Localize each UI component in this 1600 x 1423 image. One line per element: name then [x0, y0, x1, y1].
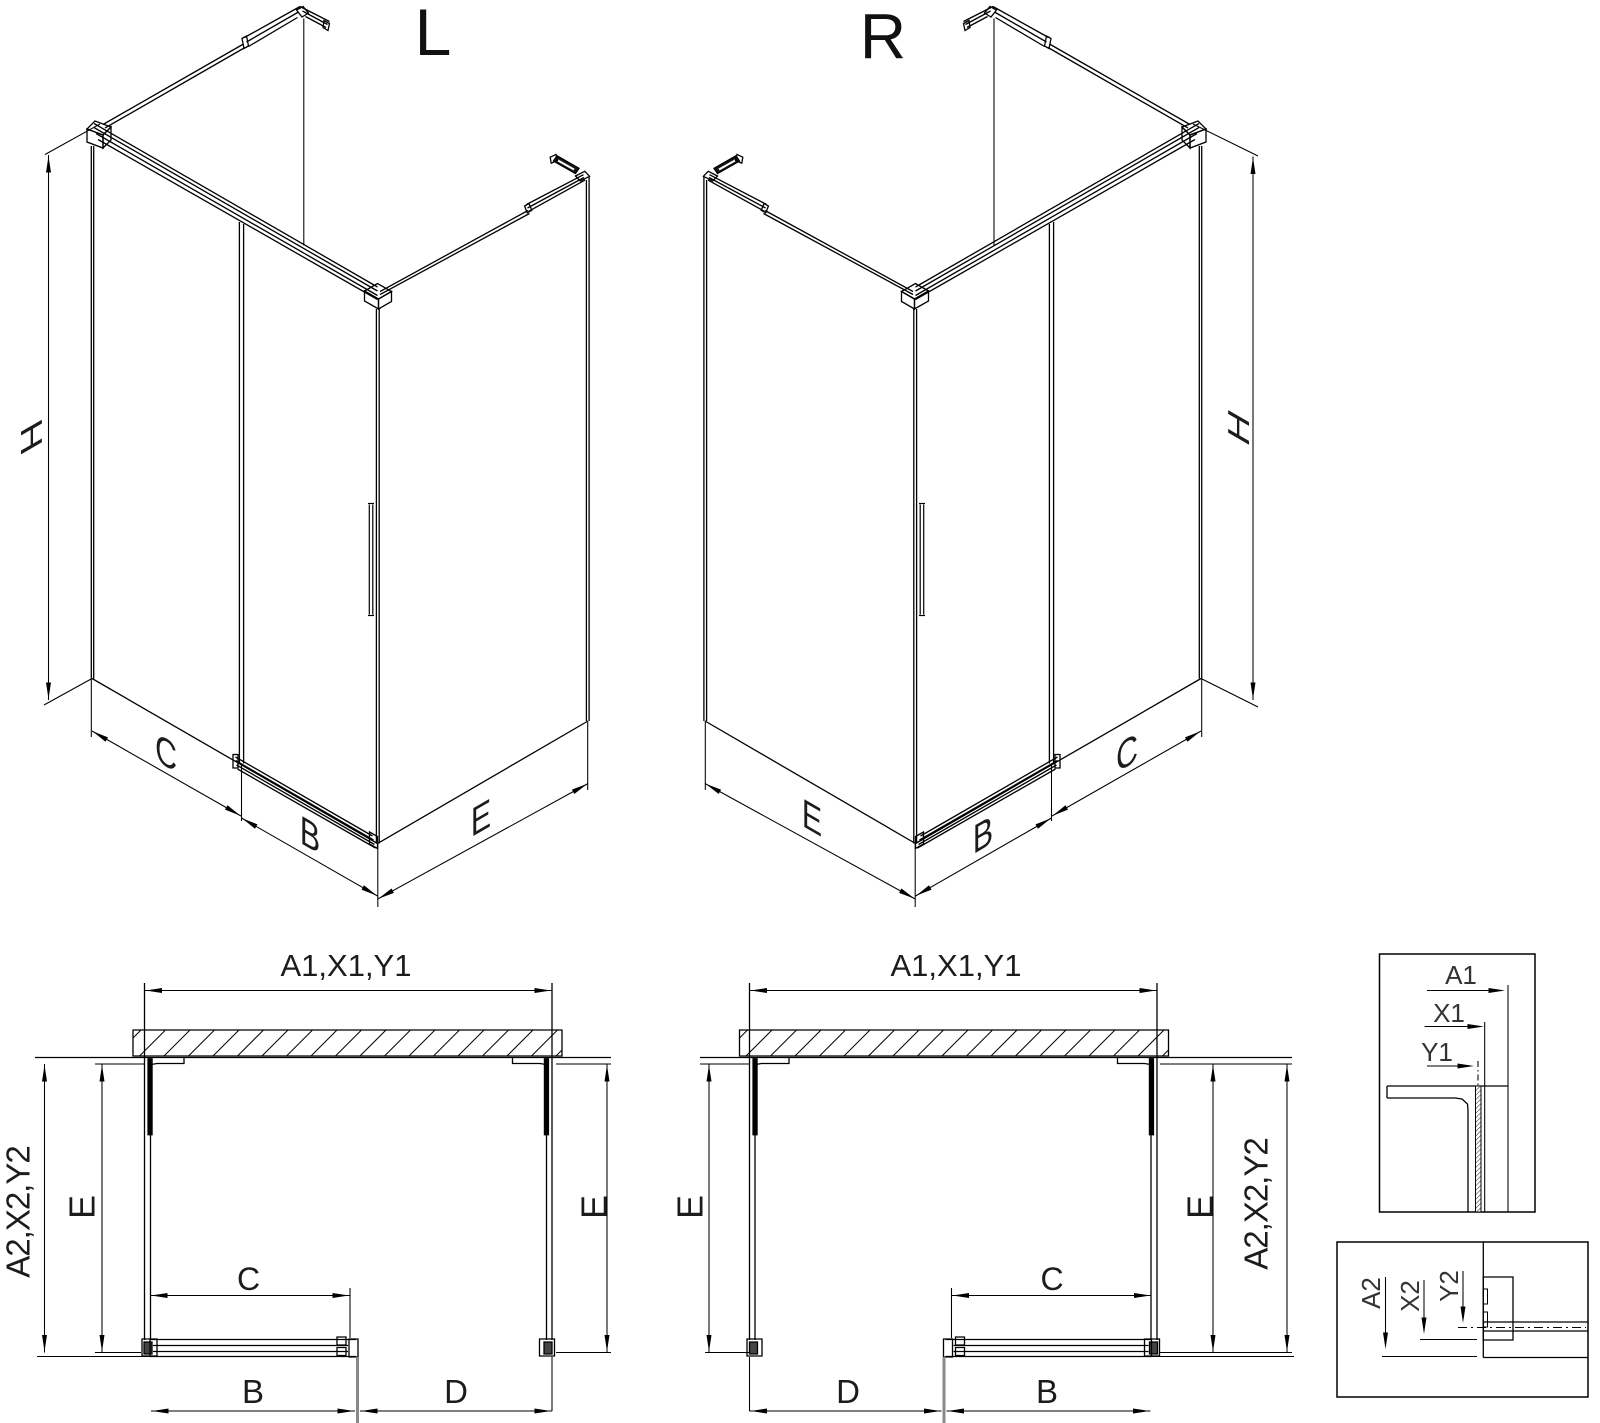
- svg-text:E: E: [802, 790, 822, 847]
- svg-text:A2: A2: [1356, 1277, 1386, 1309]
- svg-text:D: D: [444, 1373, 468, 1410]
- svg-text:B: B: [1036, 1373, 1058, 1410]
- svg-text:B: B: [973, 807, 993, 864]
- svg-text:Y1: Y1: [1421, 1037, 1453, 1067]
- svg-text:C: C: [1116, 725, 1138, 783]
- svg-text:C: C: [237, 1261, 260, 1297]
- svg-text:C: C: [1040, 1261, 1063, 1297]
- svg-text:A1,X1,Y1: A1,X1,Y1: [891, 948, 1022, 983]
- svg-text:A2,X2,Y2: A2,X2,Y2: [1238, 1138, 1275, 1269]
- svg-text:C: C: [155, 725, 177, 783]
- svg-text:E: E: [471, 790, 491, 847]
- svg-text:B: B: [300, 807, 320, 864]
- svg-text:E: E: [62, 1195, 103, 1219]
- svg-text:E: E: [670, 1195, 711, 1219]
- svg-text:A1,X1,Y1: A1,X1,Y1: [281, 948, 412, 983]
- svg-text:X1: X1: [1433, 998, 1465, 1028]
- svg-text:X2: X2: [1395, 1280, 1425, 1312]
- svg-text:B: B: [242, 1373, 264, 1410]
- svg-text:E: E: [1180, 1195, 1221, 1219]
- svg-text:A2,X2,Y2: A2,X2,Y2: [0, 1146, 37, 1277]
- svg-text:L: L: [415, 0, 452, 69]
- svg-text:Y2: Y2: [1434, 1270, 1464, 1302]
- svg-text:D: D: [836, 1373, 860, 1410]
- svg-text:E: E: [574, 1195, 615, 1219]
- svg-text:A1: A1: [1445, 960, 1477, 990]
- svg-text:R: R: [860, 1, 906, 73]
